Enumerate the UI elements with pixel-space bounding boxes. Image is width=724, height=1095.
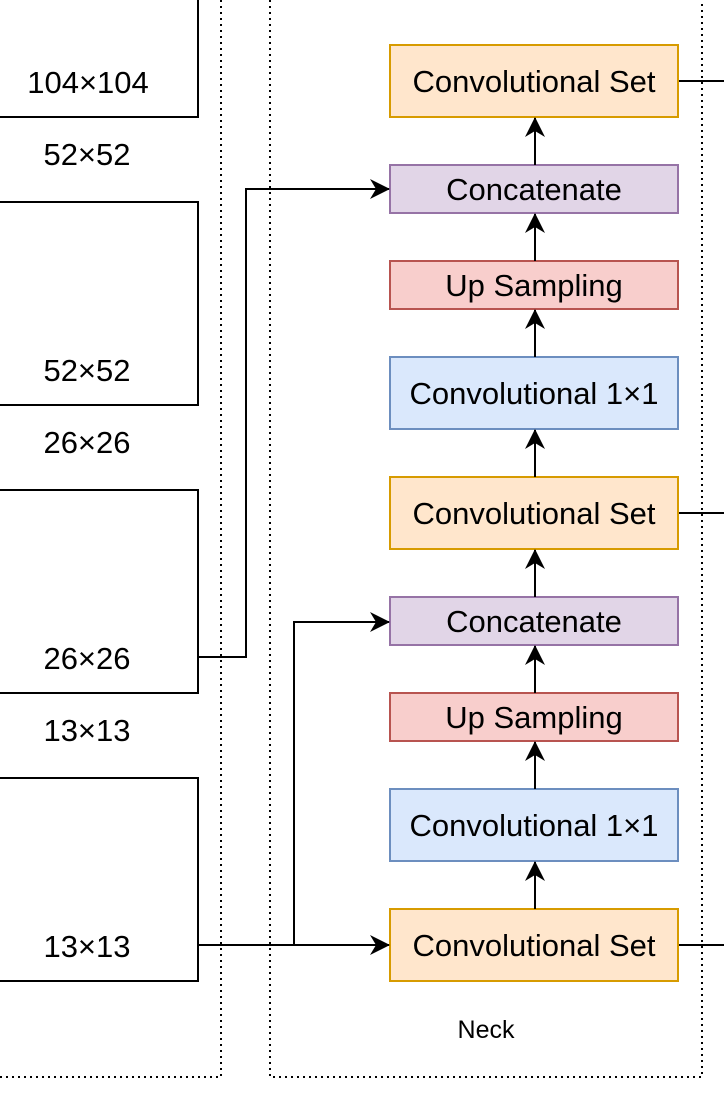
neck-block-set1: Convolutional Set bbox=[389, 908, 679, 982]
neck-block-cat1: Concatenate bbox=[389, 596, 679, 646]
neck-block-label-set1: Convolutional Set bbox=[413, 928, 656, 963]
backbone-stage-104: 104×104 bbox=[0, 0, 199, 118]
stage-input-label-52: 52×52 bbox=[43, 137, 130, 172]
neck-block-label-set3: Convolutional Set bbox=[413, 64, 656, 99]
backbone-box-104 bbox=[0, 0, 199, 118]
backbone-region-border bbox=[0, 0, 222, 1078]
neck-block-set2: Convolutional Set bbox=[389, 476, 679, 550]
neck-block-label-c1x1b: Convolutional 1×1 bbox=[409, 376, 658, 411]
neck-region-border bbox=[269, 0, 703, 1078]
stage-output-label-52: 52×52 bbox=[43, 353, 130, 388]
neck-block-up2: Up Sampling bbox=[389, 260, 679, 310]
backbone-stage-13: 13×13 bbox=[0, 777, 199, 982]
neck-block-label-cat2: Concatenate bbox=[446, 172, 622, 207]
backbone-box-26 bbox=[0, 489, 199, 694]
neck-block-label-c1x1a: Convolutional 1×1 bbox=[409, 808, 658, 843]
arrow-stage13-to-cat1 bbox=[293, 612, 390, 945]
backbone-box-13 bbox=[0, 777, 199, 982]
neck-block-label-up2: Up Sampling bbox=[445, 268, 622, 303]
arrow-stage26-to-cat2 bbox=[198, 179, 390, 658]
neck-block-set3: Convolutional Set bbox=[389, 44, 679, 118]
stage-output-label-13: 13×13 bbox=[43, 929, 130, 964]
stage-input-label-13: 13×13 bbox=[43, 713, 130, 748]
neck-block-box-set1 bbox=[389, 908, 679, 982]
neck-block-c1x1b: Convolutional 1×1 bbox=[389, 356, 679, 430]
connectors bbox=[198, 80, 724, 955]
stage-input-label-26: 26×26 bbox=[43, 425, 130, 460]
neck-block-label-up1: Up Sampling bbox=[445, 700, 622, 735]
stage-output-label-104: 104×104 bbox=[27, 65, 149, 100]
backbone-stage-26: 26×26 bbox=[0, 489, 199, 694]
neck-block-up1: Up Sampling bbox=[389, 692, 679, 742]
neck-block-c1x1a: Convolutional 1×1 bbox=[389, 788, 679, 862]
backbone-box-52 bbox=[0, 201, 199, 406]
neck-block-cat2: Concatenate bbox=[389, 164, 679, 214]
backbone-stage-52: 52×52 bbox=[0, 201, 199, 406]
neck-label: Neck bbox=[458, 1016, 515, 1044]
neck-block-label-cat1: Concatenate bbox=[446, 604, 622, 639]
neck-block-box-set3 bbox=[389, 44, 679, 118]
neck-block-label-set2: Convolutional Set bbox=[413, 496, 656, 531]
stage-output-label-26: 26×26 bbox=[43, 641, 130, 676]
